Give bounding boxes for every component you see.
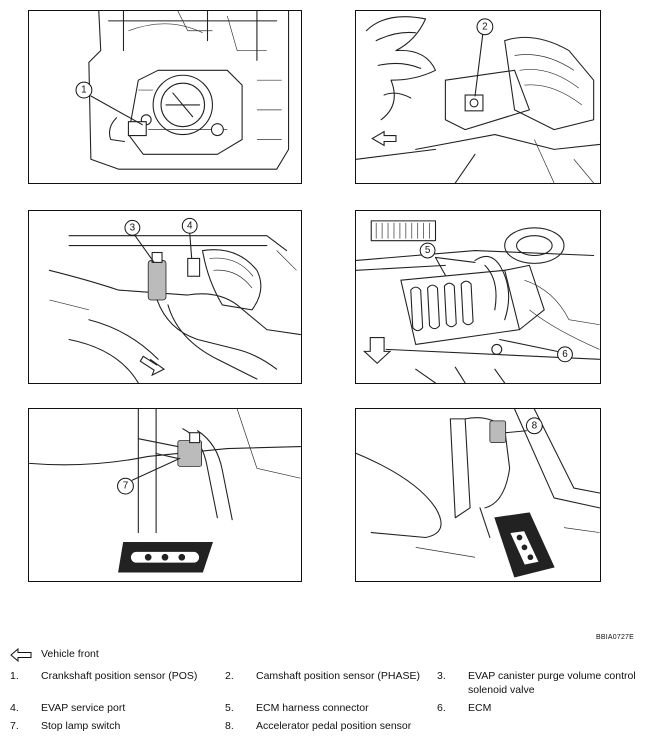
- illustration-camshaft-area: 2: [356, 16, 600, 183]
- illustration-brake-pedal: 7: [29, 409, 301, 573]
- legend-item-number: 4.: [10, 702, 19, 714]
- callout-3: 3: [130, 222, 136, 233]
- legend-item-number: 1.: [10, 670, 19, 682]
- callout-5-circle: [419, 242, 436, 259]
- panel-evap-components: 3 4: [28, 210, 302, 384]
- callout-6-circle: [557, 346, 573, 363]
- callout-2-circle: [476, 18, 494, 36]
- legend-item-number: 2.: [225, 670, 234, 682]
- panel-crankshaft-position-sensor: 1: [28, 10, 302, 184]
- callout-3-circle: [124, 219, 141, 236]
- callout-6: 6: [562, 349, 568, 360]
- legend-item-label: Stop lamp switch: [41, 720, 121, 732]
- legend-item-label: Accelerator pedal position sensor: [256, 720, 412, 732]
- legend-vehicle-front-label: Vehicle front: [41, 648, 99, 660]
- legend-item-number: 5.: [225, 702, 234, 714]
- legend-item-number: 7.: [10, 720, 19, 732]
- panel-stop-lamp-switch: 7: [28, 408, 302, 582]
- callout-8: 8: [532, 420, 538, 431]
- illustration-evap-area: 3 4: [48, 217, 301, 383]
- callout-8-circle: [525, 417, 543, 435]
- panel-ecm: 5 6: [355, 210, 601, 384]
- legend-item-label: ECM: [468, 702, 492, 714]
- callout-7-circle: [117, 477, 134, 495]
- legend-item-label: EVAP canister purge volume control solen…: [468, 670, 636, 696]
- callout-1-circle: [75, 81, 93, 99]
- legend-item-label: Crankshaft position sensor (POS): [41, 670, 198, 682]
- legend-item-label: ECM harness connector: [256, 702, 369, 714]
- panel-accelerator-pedal-sensor: 8: [355, 408, 601, 582]
- figure-code: BBIA0727E: [596, 634, 634, 641]
- legend-item-number: 3.: [437, 670, 446, 682]
- callout-4: 4: [187, 220, 193, 231]
- illustration-accelerator-pedal: 8: [356, 409, 600, 578]
- legend-item-label: Camshaft position sensor (PHASE): [256, 670, 420, 682]
- illustration-ecm-area: 5 6: [356, 220, 600, 383]
- callout-2: 2: [482, 21, 488, 32]
- legend-item-label: EVAP service port: [41, 702, 126, 714]
- arrow-left-outline-icon: [10, 648, 32, 662]
- legend-item-number: 6.: [437, 702, 446, 714]
- legend-item-number: 8.: [225, 720, 234, 732]
- panel-camshaft-position-sensor: 2: [355, 10, 601, 184]
- callout-5: 5: [425, 245, 431, 256]
- callout-7: 7: [123, 481, 129, 492]
- callout-4-circle: [181, 217, 198, 234]
- illustration-crankshaft-area: 1: [75, 11, 290, 170]
- callout-1: 1: [81, 85, 87, 96]
